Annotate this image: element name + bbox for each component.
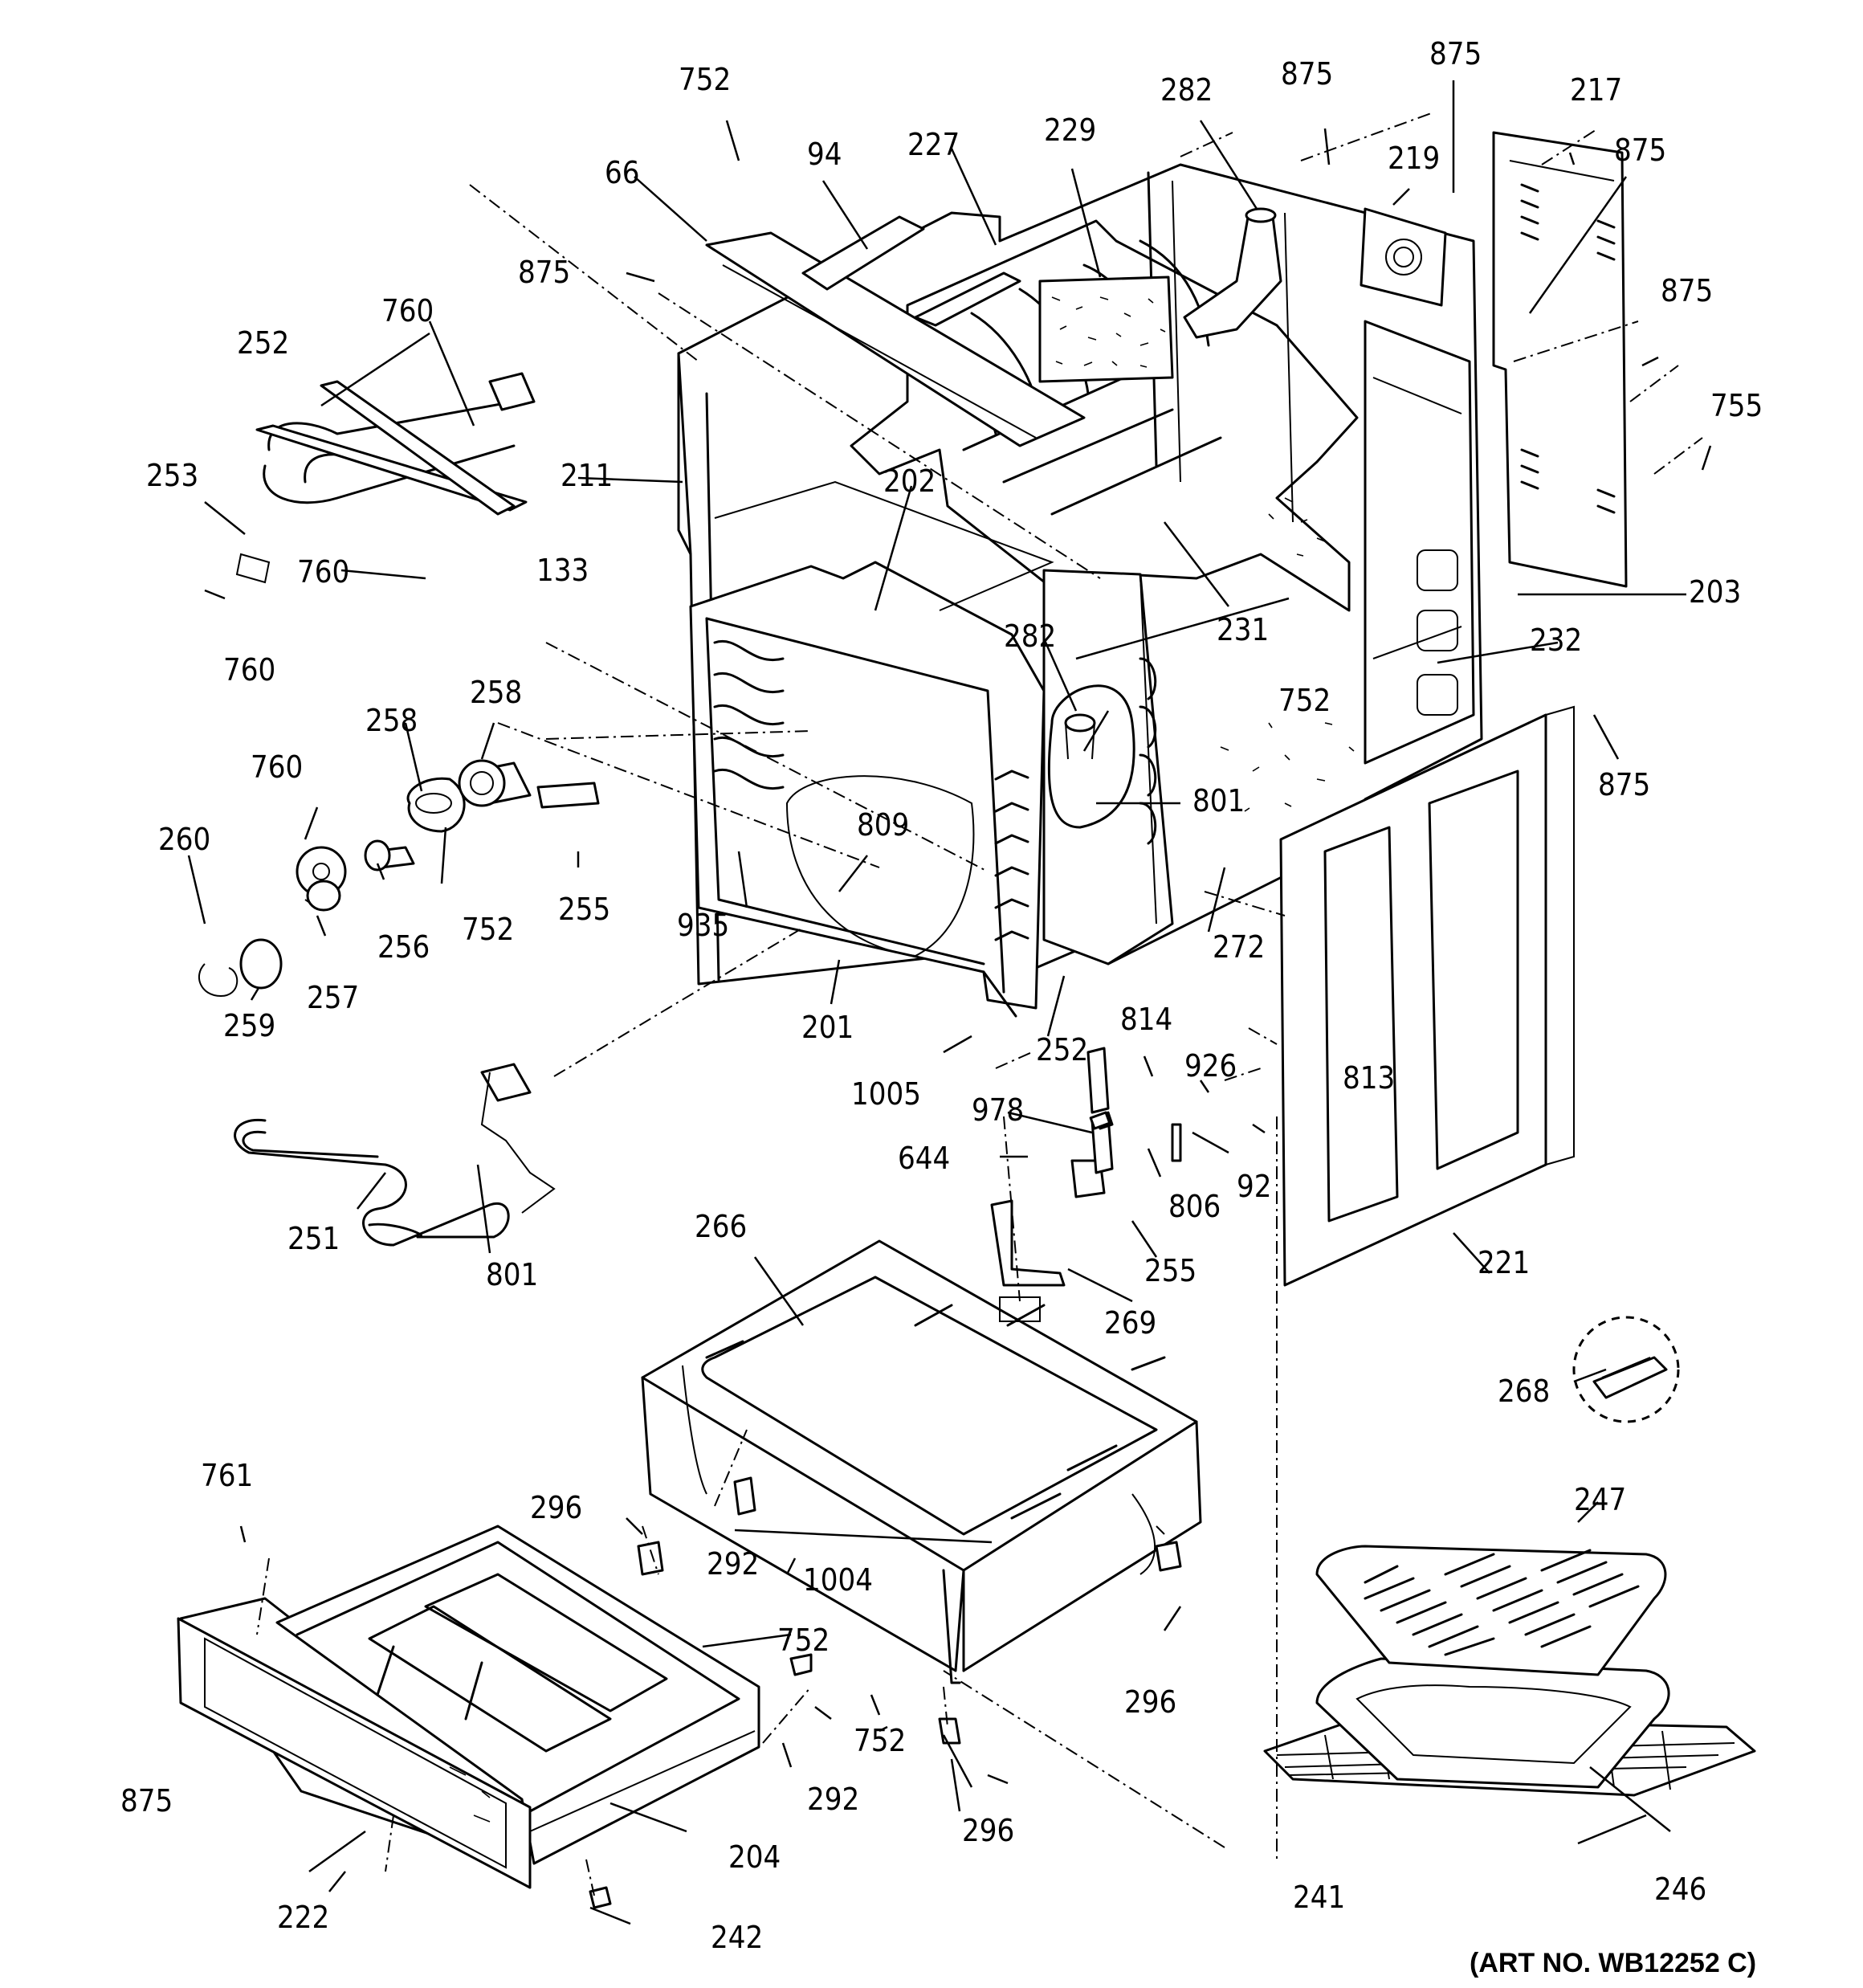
callout-241: 241	[1293, 1880, 1345, 1915]
callout-814: 814	[1120, 1002, 1172, 1037]
callout-217: 217	[1570, 72, 1622, 108]
callout-801b: 801	[486, 1257, 538, 1292]
callout-752b: 752	[1278, 683, 1331, 718]
callout-875b: 875	[1429, 36, 1482, 71]
callout-644: 644	[898, 1141, 950, 1176]
callout-255a: 255	[558, 892, 610, 927]
callout-221: 221	[1478, 1245, 1530, 1280]
callout-259: 259	[223, 1008, 275, 1043]
callout-202: 202	[883, 463, 936, 499]
callout-204: 204	[728, 1839, 781, 1875]
drawer-frame-266	[641, 1239, 1202, 1684]
callout-760c: 760	[223, 652, 275, 688]
callout-255b: 255	[1144, 1253, 1196, 1288]
callout-813: 813	[1343, 1060, 1395, 1096]
callout-978: 978	[972, 1092, 1024, 1128]
callout-94: 94	[807, 137, 842, 172]
selector-switch-group	[198, 759, 600, 998]
callout-251: 251	[287, 1221, 340, 1256]
small-parts	[589, 1047, 1182, 1909]
callout-leaders	[187, 80, 1712, 1925]
callout-257: 257	[307, 980, 359, 1015]
callout-296c: 296	[962, 1813, 1014, 1848]
callout-292b: 292	[807, 1782, 859, 1817]
callout-260: 260	[158, 822, 210, 857]
callout-1005: 1005	[851, 1076, 921, 1112]
callout-211: 211	[561, 458, 613, 493]
oven-liner-201	[689, 480, 1054, 1018]
callout-1004: 1004	[803, 1562, 873, 1598]
flue-282	[1047, 684, 1135, 829]
drawer-front-222	[177, 1617, 532, 1889]
callout-268: 268	[1498, 1374, 1550, 1409]
callout-760a: 760	[381, 293, 434, 329]
callout-219: 219	[1388, 141, 1440, 176]
callout-252b: 252	[1036, 1032, 1088, 1067]
callout-256: 256	[377, 929, 430, 965]
callout-296a: 296	[530, 1490, 582, 1525]
callout-66: 66	[605, 155, 640, 190]
callout-246: 246	[1654, 1872, 1706, 1907]
callout-760b: 760	[297, 554, 349, 590]
door-panel-221	[1279, 705, 1575, 1287]
callout-labels: 752 94 66 227 229 282 875 875 219 217 87…	[120, 36, 1763, 1955]
shield-219	[1360, 207, 1447, 307]
callout-266: 266	[695, 1209, 747, 1244]
callout-269: 269	[1104, 1305, 1156, 1341]
callout-253: 253	[146, 458, 198, 493]
callout-752c: 752	[462, 912, 514, 947]
callout-242: 242	[711, 1920, 763, 1955]
detail-circle-268	[1572, 1316, 1680, 1423]
callout-752e: 752	[854, 1723, 906, 1758]
callout-133: 133	[536, 553, 589, 588]
callout-809: 809	[857, 807, 909, 843]
callout-227: 227	[907, 127, 960, 162]
callout-806: 806	[1168, 1189, 1221, 1224]
bake-element-251	[234, 1063, 556, 1247]
callout-232: 232	[1530, 623, 1582, 658]
callout-282a: 282	[1160, 72, 1213, 108]
bracket-66	[705, 215, 1086, 447]
callout-229: 229	[1044, 112, 1096, 148]
callout-875g: 875	[1598, 767, 1650, 802]
callout-801a: 801	[1192, 783, 1245, 818]
callout-292a: 292	[707, 1546, 759, 1582]
assembly-lines	[256, 112, 1703, 1896]
callout-296b: 296	[1124, 1684, 1176, 1720]
callout-258b: 258	[365, 703, 418, 738]
callout-926: 926	[1184, 1048, 1237, 1084]
callout-755: 755	[1710, 388, 1763, 423]
callout-92: 92	[1237, 1169, 1272, 1204]
callout-231: 231	[1217, 612, 1269, 647]
callout-761: 761	[201, 1458, 253, 1493]
callout-875d: 875	[1661, 273, 1713, 308]
callout-875c: 875	[1614, 133, 1666, 168]
callout-875h: 875	[120, 1783, 173, 1819]
broiler-grid-247	[1315, 1545, 1667, 1676]
callout-258a: 258	[470, 675, 522, 710]
art-number-caption: (ART NO. WB12252 C)	[1470, 1948, 1756, 1978]
callout-282b: 282	[1004, 618, 1056, 654]
callout-752a: 752	[679, 62, 731, 97]
callout-201: 201	[801, 1010, 854, 1045]
callout-875a: 875	[1281, 56, 1333, 92]
side-panel-217	[1492, 131, 1628, 588]
callout-935: 935	[677, 908, 729, 943]
callout-760d: 760	[251, 749, 303, 785]
vent-tube-282	[1183, 207, 1282, 339]
callout-252a: 252	[237, 325, 289, 361]
broiler-pan-246	[1315, 1657, 1670, 1789]
callout-247: 247	[1574, 1482, 1626, 1517]
callout-752d: 752	[777, 1623, 830, 1658]
insulation-pad-229	[1038, 276, 1174, 383]
callout-875f: 875	[518, 255, 570, 290]
callout-222: 222	[277, 1900, 329, 1935]
callout-272: 272	[1213, 929, 1265, 965]
broil-element-252	[235, 372, 536, 584]
callout-203: 203	[1689, 574, 1741, 610]
